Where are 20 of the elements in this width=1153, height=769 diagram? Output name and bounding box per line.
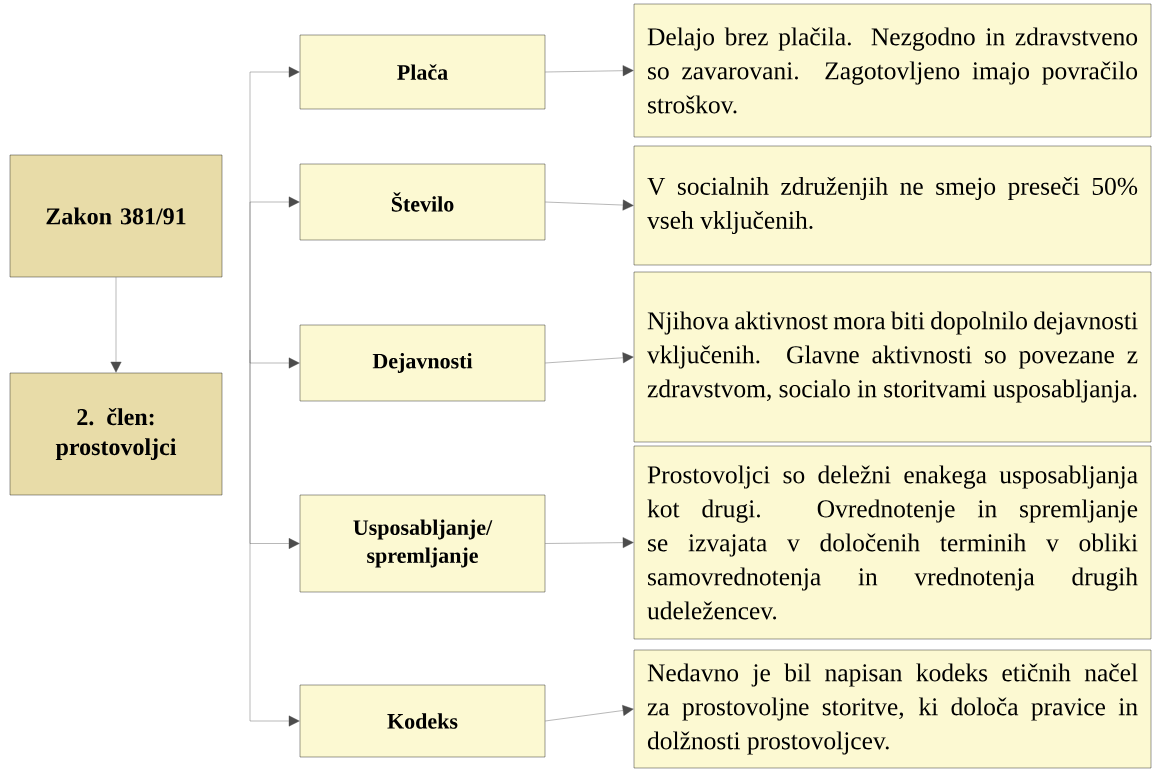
description-box: Nedavno je bil napisan kodeks etičnih načel za prostovoljne storitve, ki določa pravice in dolžnosti prostovoljcev. (633, 649, 1152, 769)
topic-box: Usposabljanje/ spremljanje (299, 494, 546, 593)
arrow (545, 352, 634, 364)
description-box: Njihova aktivnost mora biti dopolnilo dejavnosti vključenih. Glavne aktivnosti so povezane z zdravstvom, socialo in storitvami usposabljanja. (633, 271, 1152, 443)
topic-box: Plača (299, 34, 546, 110)
arrow (545, 705, 634, 722)
law-box: Zakon 381/91 (9, 154, 223, 278)
description-box: Delajo brez plačila. Nezgodno in zdravstveno so zavarovani. Zagotovljeno imajo povračilo stroškov. (633, 3, 1152, 138)
arrow (545, 199, 634, 211)
arrow (249, 196, 300, 351)
topic-box: Število (299, 163, 546, 241)
arrow (545, 65, 634, 77)
topic-box: Kodeks (299, 684, 546, 758)
description-box: Prostovoljci so deležni enakega usposabljanja kot drugi. Ovrednotenje in spremljanje se izvajata v določenih terminih v obliki samovrednotenja in vrednotenja drugih udeležencev. (633, 445, 1152, 640)
topic-box: Dejavnosti (299, 324, 546, 402)
arrow (545, 537, 634, 549)
description-box: V socialnih združenjih ne smejo preseči 50% vseh vključenih. (633, 145, 1152, 266)
arrow (249, 349, 300, 727)
law-box: 2. člen: prostovoljci (9, 372, 223, 496)
arrow (110, 277, 122, 373)
